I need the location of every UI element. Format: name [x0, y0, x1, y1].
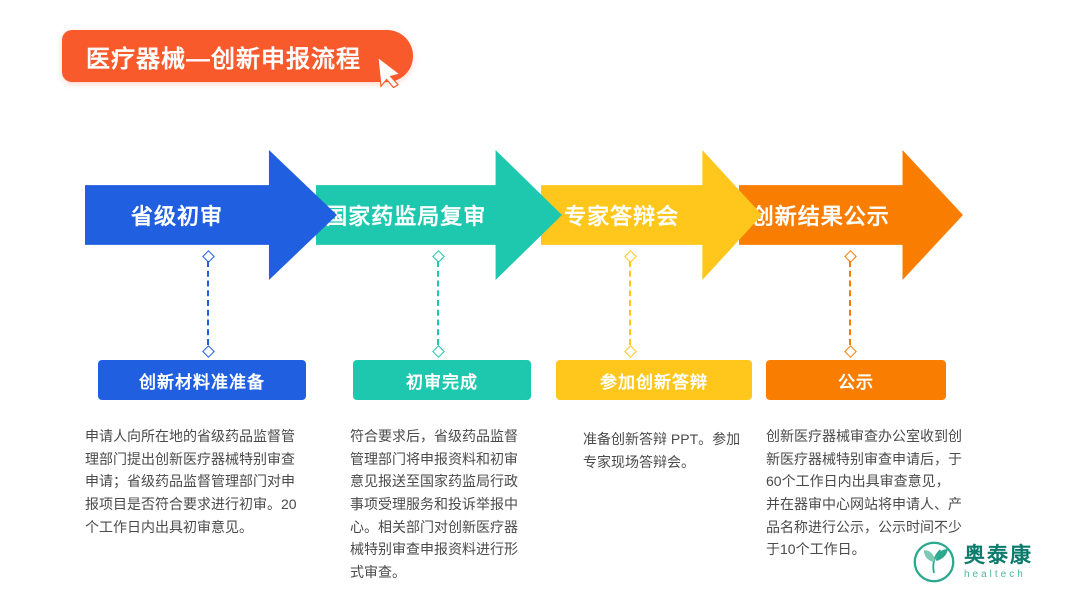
dashed-line — [207, 261, 209, 345]
arrow-step-1: 省级初审 — [85, 150, 337, 280]
step-description-1: 申请人向所在地的省级药品监督管理部门提出创新医疗器械特别审查申请；省级药品监督管… — [85, 428, 297, 535]
page-title: 医疗器械—创新申报流程 — [86, 45, 361, 73]
step-description-3: 准备创新答辩 PPT。参加专家现场答辩会。 — [583, 431, 741, 470]
dashed-line — [629, 261, 631, 345]
diamond-icon — [624, 345, 637, 358]
step-box-3: 参加创新答辩 — [556, 360, 752, 400]
step-box-1: 创新材料准准备 — [98, 360, 306, 400]
dashed-line — [437, 261, 439, 345]
connector-step-1 — [202, 250, 215, 358]
title-banner: 医疗器械—创新申报流程 — [62, 30, 413, 88]
diamond-icon — [202, 345, 215, 358]
arrow-label: 创新结果公示 — [751, 204, 890, 229]
step-description-4: 创新医疗器械审查办公室收到创新医疗器械特别审查申请后，于60个工作日内出具审查意… — [766, 428, 962, 558]
arrow-step-4: 创新结果公示 — [739, 150, 963, 280]
logo-leaf-icon — [913, 541, 955, 583]
arrow-label: 国家药监局复审 — [325, 204, 487, 229]
logo-name: 奥泰康 — [964, 543, 1033, 567]
diamond-icon — [432, 345, 445, 358]
diamond-icon — [844, 345, 857, 358]
cursor-icon — [377, 55, 402, 88]
brand-logo: 奥泰康 healtech — [912, 540, 1033, 584]
logo-subtitle: healtech — [964, 569, 1026, 581]
logo-text: 奥泰康 healtech — [964, 544, 1033, 580]
connector-step-3 — [624, 250, 637, 358]
dashed-line — [849, 261, 851, 345]
arrow-step-2: 国家药监局复审 — [316, 150, 562, 280]
connector-step-2 — [432, 250, 445, 358]
arrow-label: 省级初审 — [130, 204, 223, 229]
connector-step-4 — [844, 250, 857, 358]
step-box-2: 初审完成 — [353, 360, 531, 400]
arrow-step-3: 专家答辩会 — [541, 150, 762, 280]
step-description-2: 符合要求后，省级药品监督管理部门将申报资料和初审意见报送至国家药监局行政事项受理… — [350, 428, 518, 581]
arrow-label: 专家答辩会 — [564, 204, 680, 229]
step-box-4: 公示 — [766, 360, 946, 400]
